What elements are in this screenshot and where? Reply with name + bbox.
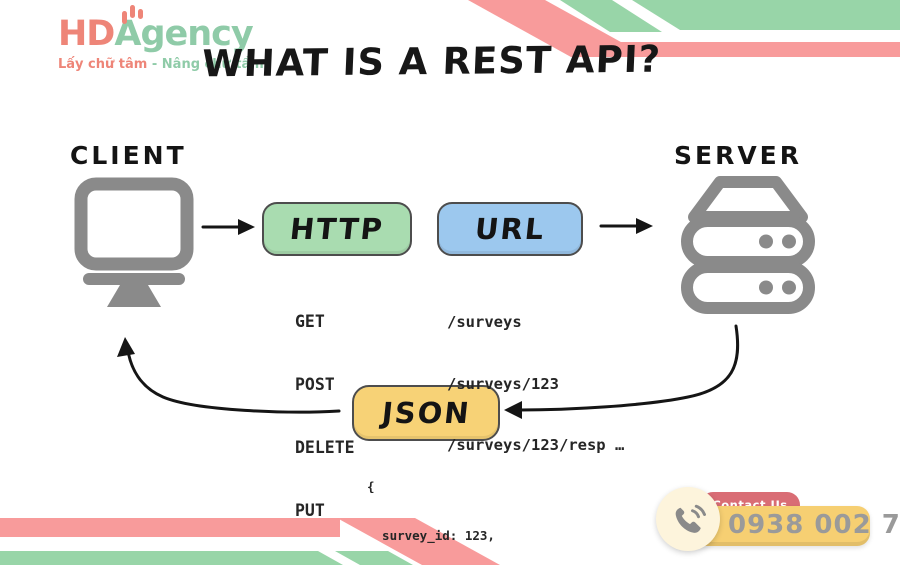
- json-code-line: {: [367, 479, 375, 495]
- brand-name-agency: Agency: [114, 14, 253, 54]
- http-method: POST: [295, 375, 335, 394]
- http-method: PUT: [295, 501, 325, 520]
- phone-icon: [675, 504, 706, 533]
- decor-stripes-top-right: [468, 0, 900, 57]
- contact-phone-circle: [656, 487, 720, 551]
- page-title: WHAT IS A REST API?: [201, 37, 662, 86]
- url-path: /surveys/123: [447, 374, 559, 393]
- tagline-green: - Nâng chữ tầm: [151, 57, 264, 72]
- arrowhead-right-2: [636, 218, 653, 234]
- json-code-line: survey_id: 123,: [367, 528, 495, 544]
- server-stack-icon: [680, 174, 816, 315]
- tagline-pink: Lấy chữ tâm: [58, 57, 148, 72]
- url-path: /surveys/123/resp …: [447, 436, 625, 454]
- contact-phone-number: 0938 002 776: [728, 510, 900, 540]
- url-box-label: URL: [473, 212, 547, 246]
- json-box: JSON: [352, 385, 500, 441]
- http-box: HTTP: [262, 202, 412, 256]
- http-methods-list: GET POST DELETE PUT: [295, 269, 355, 563]
- brand-tagline: Lấy chữ tâm - Nâng chữ tầm: [58, 57, 264, 72]
- contact-badge[interactable]: Contact Us 0938 002 776: [656, 486, 900, 554]
- client-label: CLIENT: [70, 141, 187, 170]
- brand-name-hd: HD: [58, 14, 115, 54]
- url-path: /surveys: [447, 313, 522, 331]
- brand-logo: HDAgency Lấy chữ tâm - Nâng chữ tầm: [58, 5, 264, 72]
- http-method: DELETE: [295, 438, 355, 457]
- server-label: SERVER: [674, 141, 803, 170]
- url-box: URL: [437, 202, 583, 256]
- arrowhead-up: [117, 337, 135, 357]
- decor-stripes-bottom-left: [0, 518, 500, 565]
- http-method: GET: [295, 312, 325, 331]
- arrowhead-right-1: [238, 219, 255, 235]
- http-box-label: HTTP: [288, 212, 386, 246]
- client-monitor-icon: [73, 176, 195, 307]
- logo-bars-icon: [122, 5, 143, 24]
- json-code-snippet: { survey_id: 123, score: 9, message: "am…: [367, 447, 533, 565]
